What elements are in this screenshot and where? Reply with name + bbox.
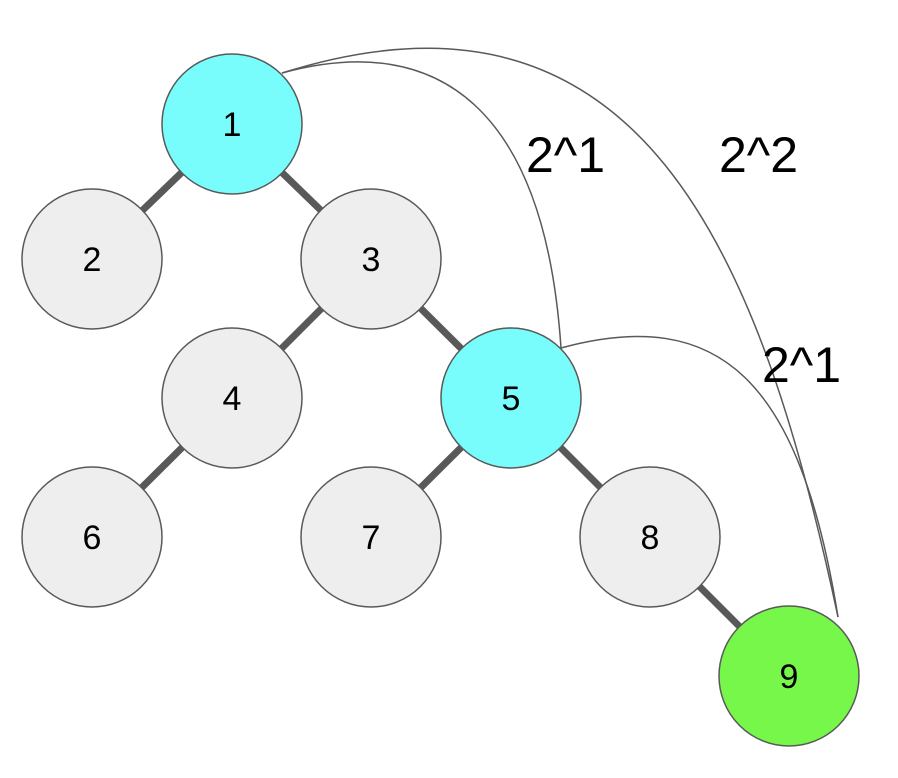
node-circle-7 [300, 466, 442, 608]
jump-arc-5-to-1 [281, 61, 562, 349]
node-1: 1 [161, 53, 303, 195]
node-9: 9 [718, 605, 860, 747]
node-label-7: 7 [362, 519, 381, 557]
jump-arc-9-to-1 [281, 47, 839, 618]
edge-3-5 [415, 303, 467, 354]
node-4: 4 [161, 327, 303, 469]
node-label-2: 2 [83, 241, 102, 279]
node-6: 6 [21, 466, 163, 608]
tree-edges [136, 167, 745, 632]
node-label-3: 3 [362, 241, 381, 279]
node-label-4: 4 [223, 380, 242, 418]
node-circle-9 [718, 605, 860, 747]
edge-5-7 [415, 442, 467, 493]
node-5: 5 [440, 327, 582, 469]
jump-arc-9-to-5 [560, 335, 839, 618]
jump-arcs [281, 47, 839, 618]
edge-4-6 [136, 442, 188, 493]
jump-labels: 2^1 2^2 2^1 [526, 127, 841, 393]
edge-8-9 [694, 581, 745, 632]
edge-5-8 [555, 442, 606, 493]
jump-label-5-to-1: 2^1 [526, 127, 605, 183]
node-circle-4 [161, 327, 303, 469]
node-circle-1 [161, 53, 303, 195]
node-circle-2 [21, 188, 163, 330]
node-circle-8 [579, 466, 721, 608]
edge-3-4 [276, 303, 327, 354]
jump-label-9-to-5: 2^1 [762, 337, 841, 393]
jump-label-9-to-1: 2^2 [719, 127, 798, 183]
tree-nodes: 1 2 3 4 5 6 7 8 9 [21, 53, 860, 747]
node-8: 8 [579, 466, 721, 608]
node-label-9: 9 [780, 658, 799, 696]
edge-1-2 [137, 167, 187, 216]
node-circle-5 [440, 327, 582, 469]
node-label-6: 6 [83, 519, 102, 557]
node-7: 7 [300, 466, 442, 608]
node-3: 3 [300, 188, 442, 330]
edge-1-3 [276, 167, 327, 216]
node-circle-6 [21, 466, 163, 608]
node-label-8: 8 [641, 519, 660, 557]
node-2: 2 [21, 188, 163, 330]
node-label-5: 5 [502, 380, 521, 418]
node-label-1: 1 [223, 106, 242, 144]
node-circle-3 [300, 188, 442, 330]
